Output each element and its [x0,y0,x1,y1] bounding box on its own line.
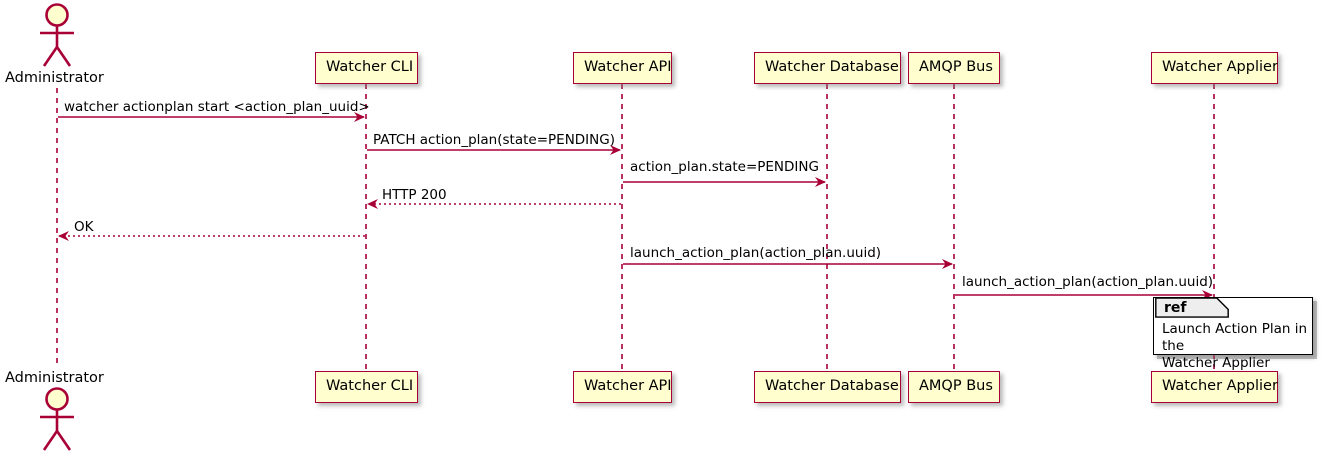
message-label-2: PATCH action_plan(state=PENDING) [373,132,615,148]
message-label-4: HTTP 200 [382,187,447,203]
participant-watcher-api-bottom[interactable]: Watcher API [573,371,672,403]
ref-tab-label: ref [1164,300,1187,316]
message-label-3: action_plan.state=PENDING [630,159,819,175]
participant-label: Watcher API [584,59,672,75]
actor-label-administrator-bottom: Administrator [5,371,104,386]
participant-watcher-cli-top[interactable]: Watcher CLI [315,52,418,84]
message-label-1: watcher actionplan start <action_plan_uu… [64,99,370,115]
ref-body-line-1: Launch Action Plan in the [1162,321,1308,354]
participant-label: Watcher Database [765,59,899,75]
participant-label: AMQP Bus [919,59,993,75]
participant-label: Watcher CLI [326,378,414,394]
participant-watcher-database-top[interactable]: Watcher Database [754,52,901,84]
participant-label: Watcher Applier [1162,59,1278,75]
participant-label: AMQP Bus [919,378,993,394]
participant-label: Watcher CLI [326,59,414,75]
participant-label: Watcher Database [765,378,899,394]
ref-fragment: ref Launch Action Plan in the Watcher Ap… [1153,297,1313,371]
participant-amqp-bus-bottom[interactable]: AMQP Bus [908,371,1000,403]
participant-watcher-applier-bottom[interactable]: Watcher Applier [1151,371,1278,403]
participant-label: Watcher Applier [1162,378,1278,394]
message-label-5: OK [74,219,94,235]
participant-watcher-api-top[interactable]: Watcher API [573,52,672,84]
ref-tab-shape [1155,297,1229,318]
participant-watcher-applier-top[interactable]: Watcher Applier [1151,52,1278,84]
ref-body-text: Launch Action Plan in the Watcher Applie… [1162,321,1308,372]
actor-administrator-bottom [40,387,74,451]
participant-watcher-cli-bottom[interactable]: Watcher CLI [315,371,418,403]
participant-label: Watcher API [584,378,672,394]
actor-label-administrator-top: Administrator [5,71,104,86]
ref-body-line-2: Watcher Applier [1162,354,1270,371]
actor-administrator-top [40,3,74,67]
participant-watcher-database-bottom[interactable]: Watcher Database [754,371,901,403]
participant-label: Administrator [5,370,104,386]
lifelines [56,84,1215,371]
participant-amqp-bus-top[interactable]: AMQP Bus [908,52,1000,84]
message-label-7: launch_action_plan(action_plan.uuid) [962,274,1214,290]
message-label-6: launch_action_plan(action_plan.uuid) [630,245,882,261]
participant-label: Administrator [5,70,104,86]
